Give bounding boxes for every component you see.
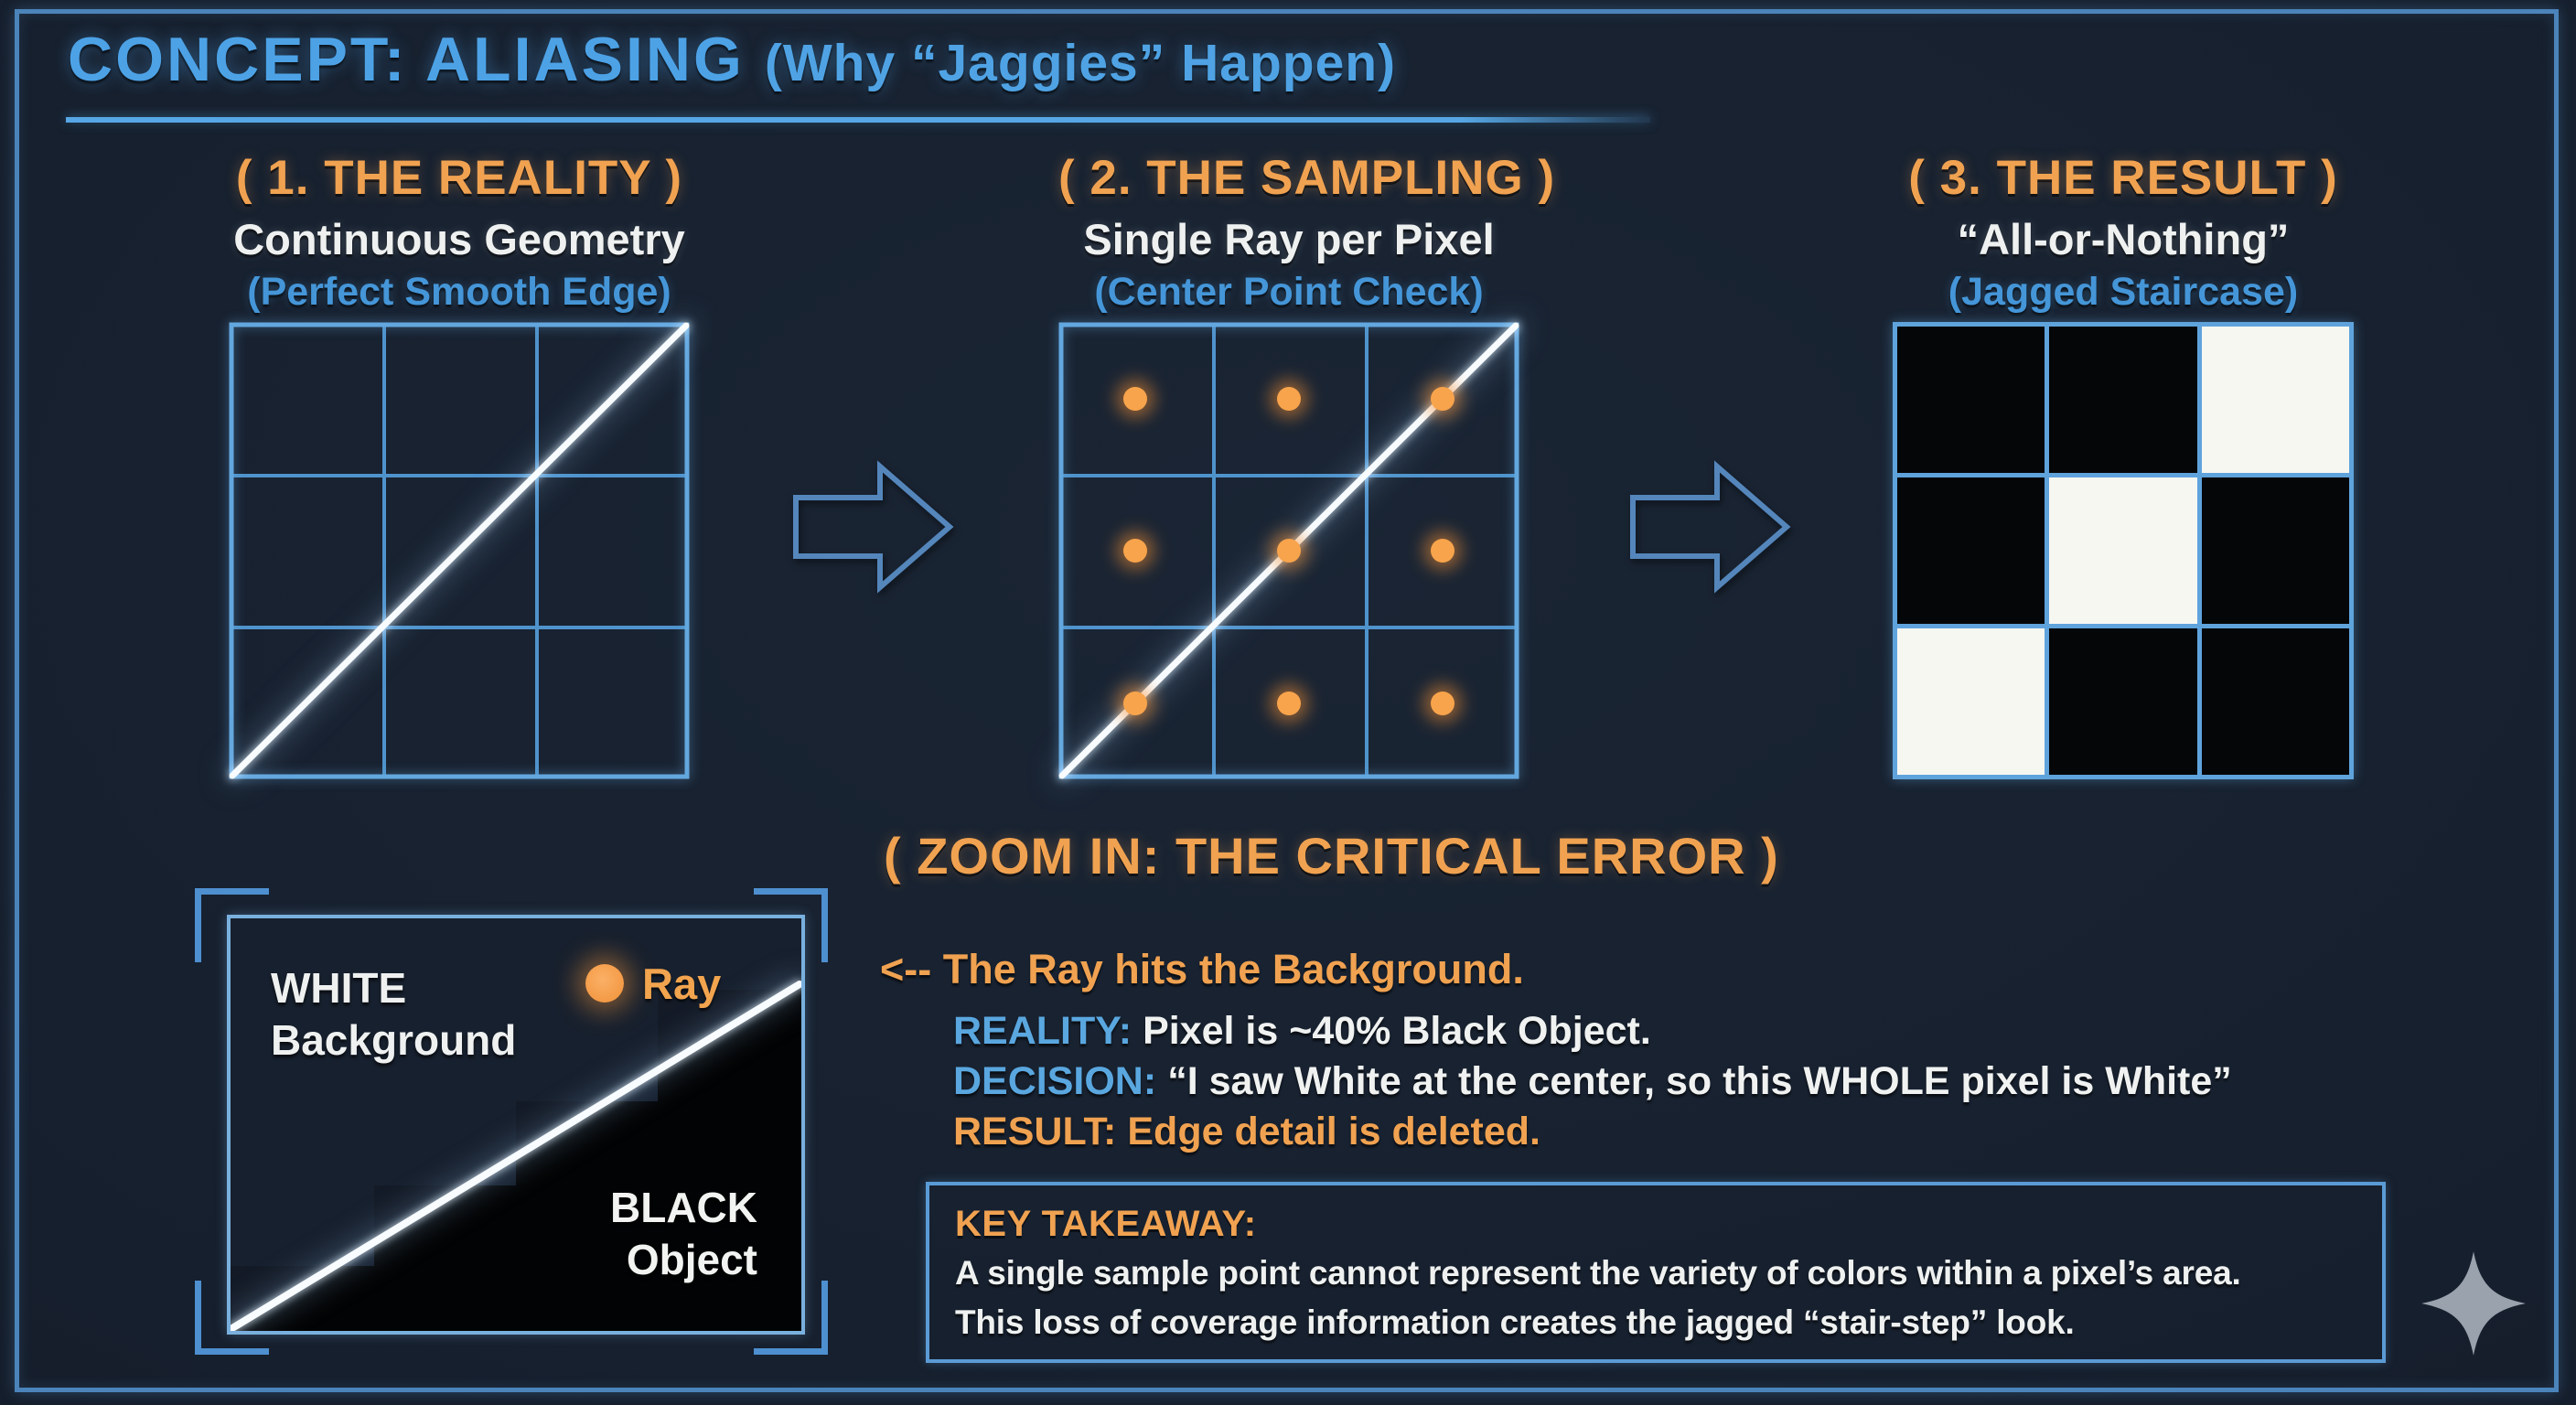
panel-reality-step-label: ( 1. THE REALITY ) — [235, 151, 683, 205]
analysis-rows: REALITY:Pixel is ~40% Black Object. DECI… — [953, 1006, 2232, 1157]
sparkle-icon — [2421, 1251, 2526, 1356]
sampling-grid — [1058, 322, 1519, 779]
sample-dots — [1123, 387, 1454, 715]
black-object-label: BLACK Object — [610, 1184, 757, 1283]
reality-text: Pixel is ~40% Black Object. — [1143, 1009, 1651, 1053]
flow-arrow-icon — [793, 460, 954, 594]
ray-hit-note: <-- The Ray hits the Background. — [880, 946, 1524, 992]
zoom-panel-graphic — [231, 918, 801, 1331]
result-cell-black — [2049, 327, 2197, 473]
corner-bracket-icon — [195, 1281, 269, 1355]
ray-dot-icon — [585, 964, 624, 1003]
page-title-main: CONCEPT: ALIASING — [68, 25, 745, 94]
sample-dot-icon — [1431, 387, 1454, 411]
sample-dot-icon — [1277, 692, 1301, 715]
panel-reality-qualifier: (Perfect Smooth Edge) — [247, 270, 671, 314]
reality-label: REALITY: — [953, 1009, 1132, 1053]
outer-frame — [15, 9, 2559, 1392]
page-title-sub: (Why “Jaggies” Happen) — [764, 34, 1397, 92]
panel-sampling-name: Single Ray per Pixel — [1083, 215, 1495, 263]
result-cell-black — [1897, 327, 2045, 473]
page-title: CONCEPT: ALIASING (Why “Jaggies” Happen) — [68, 24, 1396, 95]
reality-row: REALITY:Pixel is ~40% Black Object. — [953, 1006, 2232, 1056]
panel-result-header: ( 3. THE RESULT ) “All-or-Nothing” (Jagg… — [1893, 150, 2354, 315]
result-cell-white — [2201, 327, 2349, 473]
decision-label: DECISION: — [953, 1059, 1157, 1103]
corner-bracket-icon — [195, 888, 269, 962]
sample-dot-icon — [1123, 692, 1147, 715]
panel-result-step-label: ( 3. THE RESULT ) — [1908, 151, 2338, 205]
zoom-callout-brackets — [195, 888, 828, 1355]
corner-bracket-icon — [754, 1281, 828, 1355]
result-row: RESULT:Edge detail is deleted. — [953, 1107, 2232, 1157]
sample-dot-icon — [1431, 692, 1454, 715]
sample-dot-icon — [1277, 539, 1301, 563]
key-takeaway-line-2: This loss of coverage information create… — [955, 1303, 2075, 1341]
true-edge-line — [231, 981, 801, 1331]
flow-arrow-icon — [1630, 460, 1791, 594]
panel-sampling-qualifier: (Center Point Check) — [1094, 270, 1484, 314]
panel-sampling-step-label: ( 2. THE SAMPLING ) — [1058, 151, 1556, 205]
result-cell-black — [1897, 477, 2045, 624]
result-cell-black — [2201, 477, 2349, 624]
reality-grid — [229, 322, 690, 779]
smooth-edge-line — [229, 322, 690, 779]
critical-error-heading: ( ZOOM IN: THE CRITICAL ERROR ) — [884, 827, 1779, 885]
decision-row: DECISION:“I saw White at the center, so … — [953, 1056, 2232, 1107]
key-takeaway-line-1: A single sample point cannot represent t… — [955, 1254, 2241, 1292]
result-cell-white — [1897, 628, 2045, 775]
corner-bracket-icon — [754, 888, 828, 962]
sample-dot-icon — [1123, 539, 1147, 563]
white-background-label: WHITE Background — [271, 964, 517, 1064]
sample-dot-icon — [1277, 387, 1301, 411]
sample-dot-icon — [1123, 387, 1147, 411]
result-grid — [1893, 322, 2354, 779]
key-takeaway-box: KEY TAKEAWAY: A single sample point cann… — [926, 1182, 2386, 1363]
ray-label: Ray — [642, 960, 722, 1008]
title-underline — [66, 117, 1650, 123]
sample-dot-icon — [1431, 539, 1454, 563]
result-label: RESULT: — [953, 1110, 1117, 1153]
panel-reality-header: ( 1. THE REALITY ) Continuous Geometry (… — [229, 150, 690, 315]
panel-result-name: “All-or-Nothing” — [1957, 215, 2290, 263]
zoomed-pixel-panel: WHITE Background Ray BLACK Object — [227, 915, 805, 1335]
panel-reality-name: Continuous Geometry — [233, 215, 685, 263]
key-takeaway-heading: KEY TAKEAWAY: — [955, 1204, 1257, 1244]
result-text: Edge detail is deleted. — [1127, 1110, 1541, 1153]
panel-sampling-header: ( 2. THE SAMPLING ) Single Ray per Pixel… — [1058, 150, 1556, 315]
panel-result-qualifier: (Jagged Staircase) — [1948, 270, 2299, 314]
result-cell-black — [2201, 628, 2349, 775]
result-cell-white — [2049, 477, 2197, 624]
result-cell-black — [2049, 628, 2197, 775]
decision-text: “I saw White at the center, so this WHOL… — [1167, 1059, 2232, 1103]
